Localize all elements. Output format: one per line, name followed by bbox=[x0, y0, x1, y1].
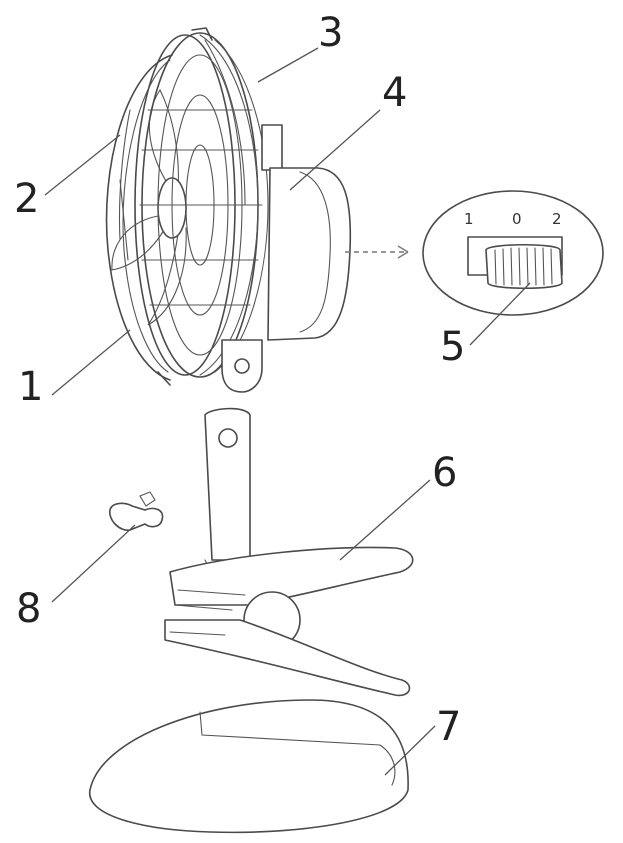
motor-housing bbox=[221, 124, 352, 393]
leader-lines bbox=[44, 47, 531, 776]
switch-pointer-arrow bbox=[397, 245, 409, 259]
switch-knob bbox=[485, 243, 563, 290]
callout-8: 8 bbox=[16, 586, 41, 632]
callout-7: 7 bbox=[436, 704, 461, 750]
switch-position-2: 2 bbox=[552, 210, 562, 228]
rear-guard bbox=[105, 54, 173, 381]
base bbox=[89, 699, 409, 834]
switch-position-1: 1 bbox=[464, 210, 474, 228]
clip bbox=[164, 407, 414, 697]
callout-6: 6 bbox=[432, 450, 457, 496]
front-guard bbox=[134, 27, 269, 386]
switch-detail: 1 0 2 bbox=[422, 190, 604, 316]
callout-3: 3 bbox=[318, 10, 343, 56]
thumb-screw bbox=[109, 491, 164, 531]
callout-numbers: 1 2 3 4 5 6 7 8 bbox=[14, 10, 465, 750]
callout-2: 2 bbox=[14, 176, 39, 222]
switch-position-0: 0 bbox=[512, 210, 522, 228]
fan-head bbox=[105, 27, 409, 393]
callout-4: 4 bbox=[382, 70, 407, 116]
callout-5: 5 bbox=[440, 324, 465, 370]
callout-1: 1 bbox=[18, 364, 43, 410]
